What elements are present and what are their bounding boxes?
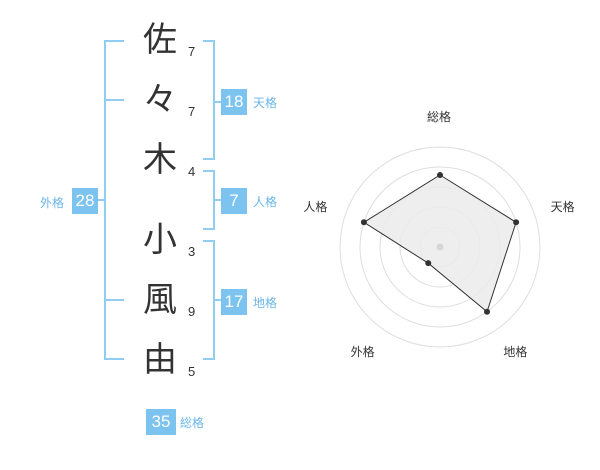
- gaikaku-bracket-tick: [98, 199, 106, 201]
- radar-point-4: [425, 260, 432, 267]
- tenkaku-label: 天格: [253, 96, 278, 110]
- chikaku-value-badge: 17: [221, 289, 247, 315]
- gaikaku-bracket: [104, 40, 124, 360]
- radar-axis-label-1: 総格: [427, 110, 452, 124]
- chikaku-label: 地格: [253, 296, 278, 310]
- jinkaku-bracket-tick: [213, 199, 221, 201]
- surname-stroke-1: 7: [188, 44, 196, 59]
- surname-stroke-2: 7: [188, 104, 196, 119]
- radar-point-1: [437, 172, 443, 178]
- chikaku-bracket-tick: [213, 299, 221, 301]
- given-char-3: 由: [143, 340, 177, 380]
- tenkaku-value-badge: 18: [221, 89, 247, 115]
- tenkaku-bracket: [203, 40, 215, 160]
- soukaku-label: 総格: [180, 416, 205, 430]
- given-stroke-2: 9: [188, 304, 196, 319]
- given-stroke-1: 3: [188, 244, 196, 259]
- radar-polygon: [362, 174, 517, 313]
- surname-char-3: 木: [143, 140, 177, 180]
- jinkaku-value-badge: 7: [221, 188, 247, 214]
- gaikaku-connector-tick-2: [104, 299, 124, 301]
- soukaku-value-badge: 35: [146, 409, 176, 435]
- radar-point-2: [513, 219, 520, 226]
- surname-stroke-3: 4: [188, 164, 196, 179]
- given-stroke-3: 5: [188, 364, 196, 379]
- surname-char-2: 々: [143, 80, 177, 120]
- radar-axis-label-4: 外格: [350, 345, 375, 360]
- radar-axis-label-3: 地格: [503, 345, 528, 360]
- given-char-1: 小: [143, 220, 177, 260]
- radar-axis-label-2: 天格: [550, 199, 575, 214]
- radar-chart-svg: [339, 146, 541, 348]
- radar-point-3: [484, 308, 491, 315]
- radar-point-5: [360, 219, 367, 226]
- gaikaku-value-badge: 28: [72, 188, 98, 214]
- given-char-2: 風: [143, 280, 177, 320]
- gaikaku-label: 外格: [40, 196, 65, 210]
- surname-char-1: 佐: [143, 20, 177, 60]
- radar-axis-label-5: 人格: [303, 199, 328, 214]
- gaikaku-connector-tick-1: [104, 99, 124, 101]
- tenkaku-bracket-tick: [213, 101, 221, 103]
- jinkaku-label: 人格: [253, 195, 278, 209]
- fortune-radar-chart: [300, 100, 590, 390]
- radar-center-point: [436, 243, 444, 251]
- radar-ring-4: [359, 166, 521, 328]
